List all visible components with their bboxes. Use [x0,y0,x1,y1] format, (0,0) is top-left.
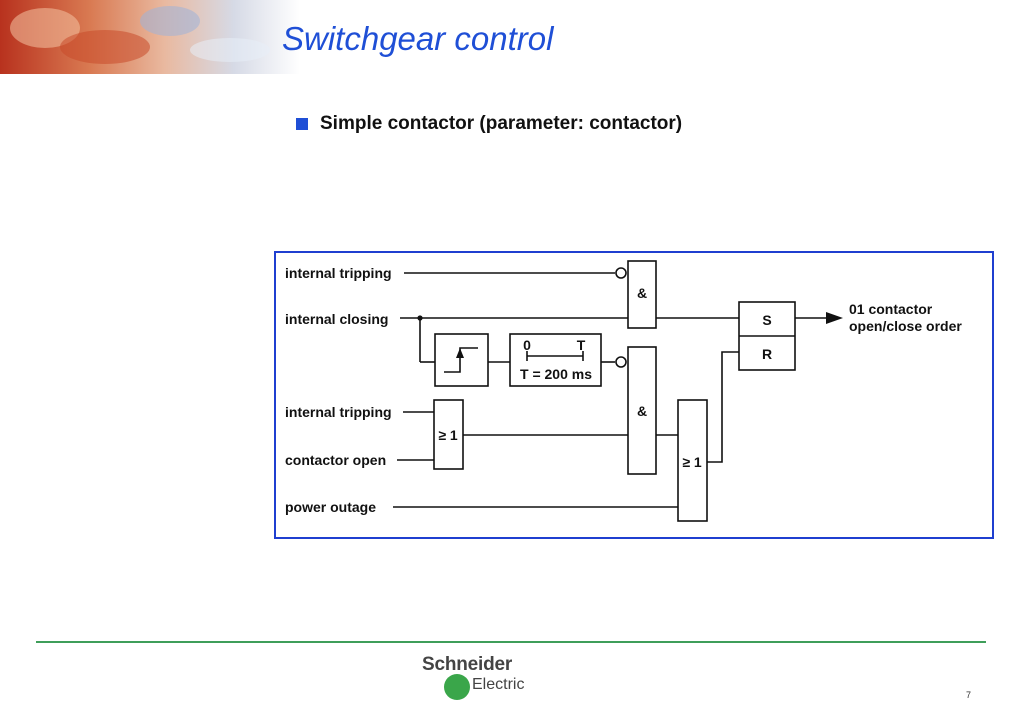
inverter-circle [615,267,627,279]
bullet-square-icon [296,118,308,130]
output-arrow-icon [826,312,843,324]
photo-shape [140,6,200,36]
label-internal-tripping-2: internal tripping [285,404,392,420]
rising-edge-icon [444,347,478,373]
bullet-item: Simple contactor (parameter: contactor) [296,113,682,135]
logo-mark-icon [444,674,470,700]
label-contactor-open: contactor open [285,452,386,468]
edge-arrow-icon [456,348,464,358]
edge-detector [434,333,489,387]
footer-divider [36,641,986,643]
label-internal-closing: internal closing [285,311,388,327]
photo-shape [190,38,270,62]
flipflop-set-label: S [762,312,771,328]
and-gate-bottom-label: & [637,403,647,419]
timer-box [509,333,602,387]
and-gate-top-label: & [637,285,647,301]
flipflop-reset-label: R [762,346,772,362]
label-power-outage: power outage [285,499,376,515]
or-gate-left [433,399,464,470]
inverter-circle [615,356,627,368]
output-label-line1: 01 contactor [849,301,933,317]
wire-or-to-reset [707,351,739,463]
diagram-frame [274,251,994,539]
timer-end-label: T [577,337,586,353]
or-gate-left-label: ≥ 1 [438,427,458,443]
output-label-line2: open/close order [849,318,962,334]
page-number: 7 [966,690,972,700]
or-gate-right [677,399,708,522]
bullet-text: Simple contactor (parameter: contactor) [320,113,683,134]
header-photo [0,0,300,74]
and-gate-top [627,260,657,329]
junction-dot [417,315,423,321]
logo-word-electric: Electric [472,676,525,693]
photo-shape [60,30,150,64]
logo-word-schneider: Schneider [422,654,513,675]
timer-start-label: 0 [523,337,531,353]
and-gate-bottom [627,346,657,475]
slide-title: Switchgear control [282,20,554,57]
label-internal-tripping-1: internal tripping [285,265,392,281]
timer-setting: T = 200 ms [520,366,592,382]
or-gate-right-label: ≥ 1 [682,454,702,470]
schneider-electric-logo: Schneider Electric [422,654,542,704]
